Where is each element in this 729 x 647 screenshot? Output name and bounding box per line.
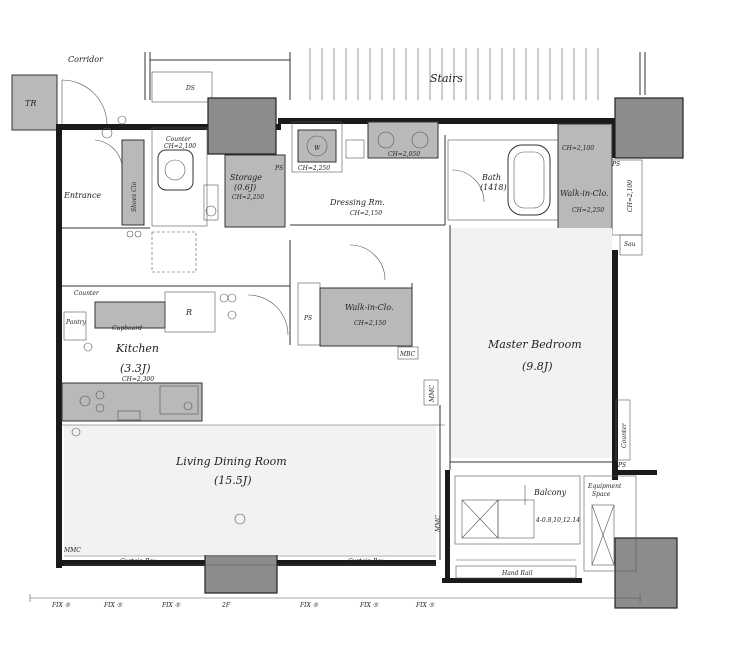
storage-label: Storage — [230, 173, 262, 182]
bath-room — [447, 139, 559, 221]
walkin-closet-right — [557, 123, 643, 256]
ps-right: PS — [611, 161, 620, 168]
top-outline — [144, 52, 646, 103]
ch-right-top: CH=2,100 — [562, 145, 594, 152]
walkin-right-ch: CH=2,250 — [572, 207, 604, 214]
tr-label: TR — [25, 99, 36, 108]
kitchen-label: Kitchen — [115, 342, 159, 355]
balcony-dim: 4-0.8,10,12.14 — [535, 517, 580, 524]
dressing-label: Dressing Rm. — [329, 198, 385, 207]
living-size: (15.5J) — [214, 474, 252, 487]
storage-ch: CH=2,250 — [232, 194, 264, 201]
curtain-box-2: Curtain Box — [348, 558, 385, 565]
mbc-label: MBC — [399, 351, 416, 358]
curtain-box-1: Curtain Box — [120, 558, 157, 565]
vanity-counter — [367, 121, 439, 159]
ch-sink: CH=2,050 — [388, 151, 420, 158]
counter-side-label: Counter — [621, 422, 628, 448]
toilet — [151, 127, 219, 227]
walkin-right-label: Walk-in-Clo. — [560, 189, 609, 198]
bath-size: (1418) — [480, 183, 507, 192]
storage-room — [224, 154, 286, 228]
column-top-right — [614, 97, 684, 159]
dim-label-3: FIX ⑤ — [161, 602, 181, 609]
living-dining — [62, 405, 445, 560]
dim-label-7: FIX ⑤ — [415, 602, 435, 609]
dim-label-2: FIX ⑤ — [103, 602, 123, 609]
dimension-line: FIX ⑤ FIX ⑤ FIX ⑤ 2F FIX ⑤ FIX ⑤ FIX ⑤ — [29, 594, 641, 609]
ps-bal: PS — [617, 462, 626, 469]
dim-label-5: FIX ⑤ — [299, 602, 319, 609]
master-size: (9.8J) — [522, 360, 553, 373]
dressing-room — [290, 135, 446, 281]
dim-label-4: 2F — [221, 602, 231, 609]
ch-right-side: CH=2,100 — [627, 180, 634, 212]
sink-box — [345, 139, 365, 159]
dim-label-1: FIX ⑤ — [51, 602, 71, 609]
ps-label-1: PS — [274, 165, 283, 172]
living-label: Living Dining Room — [175, 455, 287, 468]
column-bottom-right — [614, 537, 678, 609]
sau-label: Sau — [624, 241, 636, 248]
dressing-ch: CH=2,150 — [350, 210, 382, 217]
counter-top-label: Counter — [166, 136, 192, 143]
balcony-zone — [454, 475, 637, 579]
cupboard-label: Cupboard — [112, 325, 142, 332]
w-label: W — [314, 145, 321, 152]
master-label: Master Bedroom — [487, 338, 582, 351]
space-label: Space — [592, 491, 611, 498]
walkin-mid-ch: CH=2,150 — [354, 320, 386, 327]
mmc-bottom: MMC — [63, 547, 81, 554]
shoes-clo-label: Shoes Clo — [131, 181, 138, 212]
corridor-label: Corridor — [68, 55, 104, 64]
kitchen-ch: CH=2,300 — [122, 376, 154, 383]
walkin-closet-mid — [289, 240, 439, 406]
stairs-area: Stairs — [200, 40, 645, 100]
balcony-label: Balcony — [533, 488, 567, 497]
refrigerator-label: R — [185, 308, 192, 317]
column-top-left — [207, 97, 277, 155]
master-bedroom — [449, 225, 631, 470]
stairs-label: Stairs — [430, 72, 463, 85]
kitchen-size: (3.3J) — [120, 362, 151, 375]
kitchen-zone — [61, 231, 290, 422]
mmc-label: MMC — [429, 385, 436, 403]
bath-label: Bath — [481, 173, 501, 182]
counter-top-ch: CH=2,100 — [164, 143, 196, 150]
counter-k-label: Counter — [74, 290, 100, 297]
equipment-label: Equipment — [587, 483, 622, 490]
ch-dressing-w: CH=2,250 — [298, 165, 330, 172]
storage-size: (0.6J) — [234, 183, 256, 192]
pantry-label: Pantry — [65, 319, 86, 326]
ds-label: DS — [185, 85, 195, 92]
corridor-door-swing — [61, 79, 108, 126]
tr-room — [11, 74, 58, 131]
mmc-living: MMC — [435, 515, 442, 533]
walkin-mid-label: Walk-in-Clo. — [345, 303, 394, 312]
entrance-zone — [62, 115, 150, 238]
dim-label-6: FIX ⑤ — [359, 602, 379, 609]
washer-area — [291, 121, 343, 173]
curtain-strip — [64, 555, 576, 566]
entrance-label: Entrance — [63, 191, 101, 200]
ps-mid: PS — [303, 315, 312, 322]
handrail-label: Hand Rail — [501, 570, 533, 577]
